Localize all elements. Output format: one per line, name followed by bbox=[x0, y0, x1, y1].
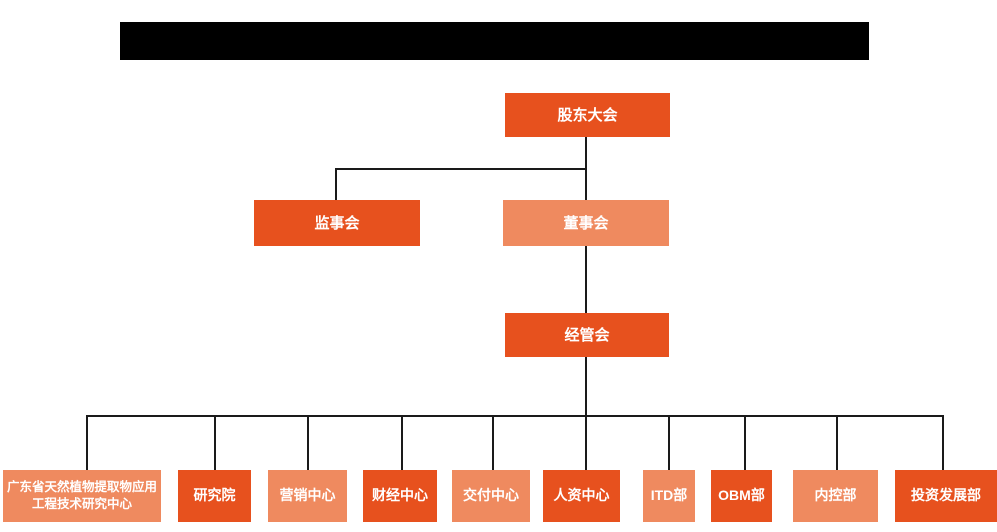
org-node-shareholders-meeting: 股东大会 bbox=[505, 93, 670, 137]
org-node-management-committee: 经管会 bbox=[505, 313, 669, 357]
connector-line bbox=[836, 415, 838, 470]
org-node-obm-department: OBM部 bbox=[711, 470, 772, 522]
org-node-investment-development-department: 投资发展部 bbox=[895, 470, 997, 522]
connector-line bbox=[214, 415, 216, 470]
connector-line bbox=[585, 246, 587, 313]
connector-line bbox=[585, 357, 587, 416]
org-node-hr-center: 人资中心 bbox=[543, 470, 620, 522]
connector-line bbox=[401, 415, 403, 470]
org-node-supervisory-board: 监事会 bbox=[254, 200, 420, 246]
org-node-finance-center: 财经中心 bbox=[363, 470, 437, 522]
connector-line bbox=[335, 168, 587, 170]
org-node-research-institute: 研究院 bbox=[178, 470, 251, 522]
org-node-gd-plant-extract-research-center: 广东省天然植物提取物应用工程技术研究中心 bbox=[3, 470, 161, 522]
org-node-internal-control-department: 内控部 bbox=[793, 470, 878, 522]
connector-line bbox=[668, 415, 670, 470]
redacted-title-bar bbox=[120, 22, 869, 60]
org-node-delivery-center: 交付中心 bbox=[452, 470, 530, 522]
connector-line bbox=[307, 415, 309, 470]
connector-line bbox=[86, 415, 88, 470]
org-node-board-of-directors: 董事会 bbox=[503, 200, 669, 246]
org-node-itd-department: ITD部 bbox=[643, 470, 695, 522]
connector-line bbox=[492, 415, 494, 470]
connector-line bbox=[744, 415, 746, 470]
connector-line bbox=[335, 168, 337, 200]
org-node-marketing-center: 营销中心 bbox=[268, 470, 347, 522]
connector-line bbox=[942, 415, 944, 470]
connector-bus-line bbox=[86, 415, 944, 417]
connector-line bbox=[585, 415, 587, 470]
